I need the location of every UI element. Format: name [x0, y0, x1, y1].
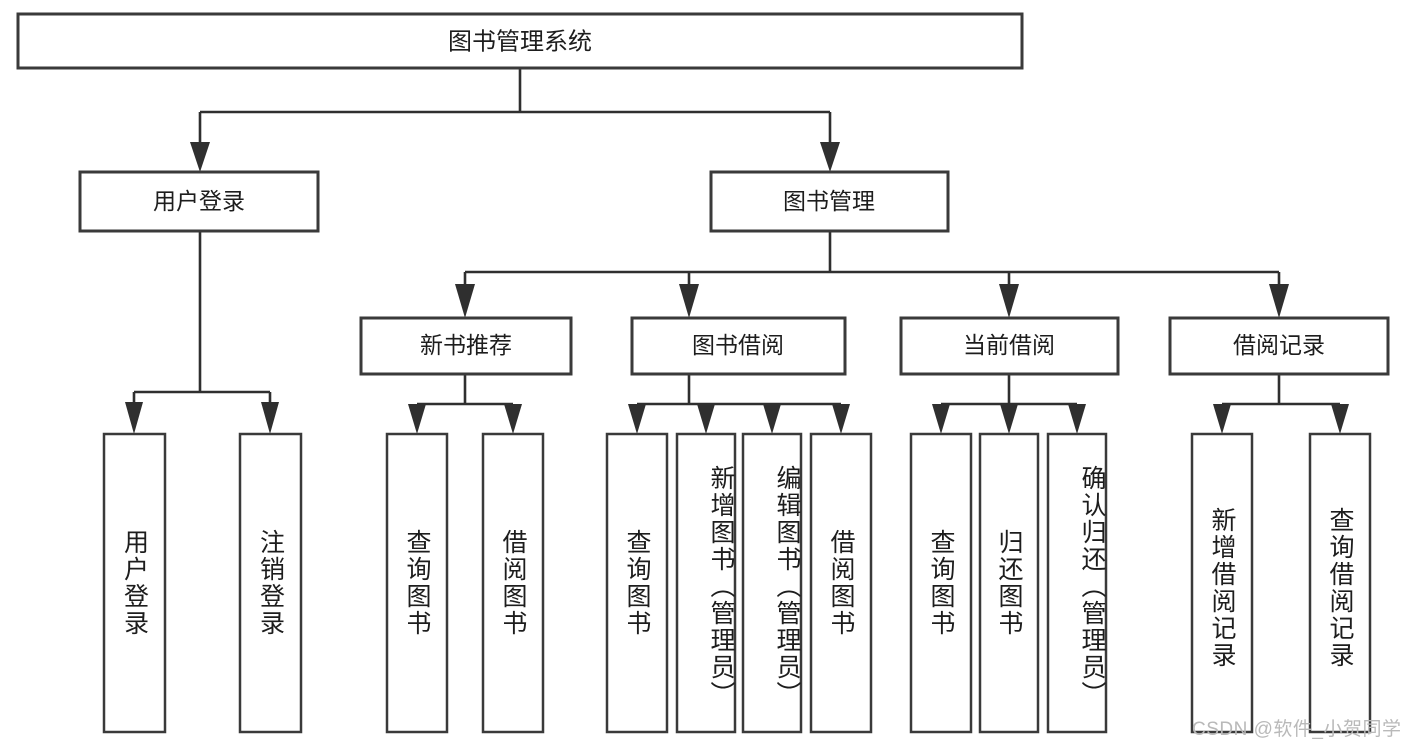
arrow-head-leaf-add-record	[1213, 404, 1231, 434]
connectors-book-manage-to-level3	[455, 231, 1289, 318]
connectors-current-borrow-to-leaves	[932, 374, 1086, 434]
arrow-head-leaf-borrow-book-1	[504, 404, 522, 434]
leaf-query-record-box[interactable]	[1308, 432, 1372, 734]
node-root[interactable]: 图书管理系统	[16, 12, 1024, 70]
arrow-head-leaf-query-book-2	[628, 404, 646, 434]
leaf-query-book-3-box[interactable]	[909, 432, 973, 734]
node-borrow-record-box[interactable]	[1168, 316, 1390, 376]
node-user-login[interactable]: 用户登录	[78, 170, 320, 233]
leaf-query-book-1-box[interactable]	[385, 432, 449, 734]
arrow-head-leaf-query-book-1	[408, 404, 426, 434]
connectors-borrow-record-to-leaves	[1213, 374, 1349, 434]
arrow-head-leaf-confirm-return	[1068, 404, 1086, 434]
arrow-head-leaf-edit-book	[763, 404, 781, 434]
node-borrow-record[interactable]: 借阅记录	[1168, 316, 1390, 376]
node-book-borrow-label: 图书借阅	[692, 332, 784, 358]
arrow-head-new-book-rec	[455, 284, 475, 318]
node-book-manage-label: 图书管理	[783, 188, 875, 214]
leaf-add-book-box[interactable]	[675, 432, 737, 734]
arrow-head-leaf-user-logout	[261, 402, 279, 434]
leaf-user-logout-box[interactable]	[238, 432, 303, 734]
arrow-head-leaf-borrow-book-2	[832, 404, 850, 434]
arrow-head-leaf-query-record	[1331, 404, 1349, 434]
arrow-head-borrow-record	[1269, 284, 1289, 318]
leaf-user-login-box[interactable]	[102, 432, 167, 734]
leaf-query-book-2-box[interactable]	[605, 432, 669, 734]
node-current-borrow[interactable]: 当前借阅	[899, 316, 1120, 376]
leaf-add-record-box[interactable]	[1190, 432, 1254, 734]
arrow-head-book-borrow	[679, 284, 699, 318]
arrow-head-current-borrow	[999, 284, 1019, 318]
node-root-box[interactable]	[16, 12, 1024, 70]
arrow-head-leaf-add-book	[697, 404, 715, 434]
node-book-manage-box[interactable]	[709, 170, 950, 233]
node-new-book-rec-box[interactable]	[359, 316, 573, 376]
arrow-head-leaf-return-book	[1000, 404, 1018, 434]
node-new-book-rec[interactable]: 新书推荐	[359, 316, 573, 376]
leaf-return-book-box[interactable]	[978, 432, 1040, 734]
node-book-borrow[interactable]: 图书借阅	[630, 316, 847, 376]
node-new-book-rec-label: 新书推荐	[420, 332, 512, 358]
arrow-head-leaf-user-login	[125, 402, 143, 434]
leaf-borrow-book-2-box[interactable]	[809, 432, 873, 734]
node-current-borrow-label: 当前借阅	[963, 332, 1055, 358]
node-borrow-record-label: 借阅记录	[1233, 332, 1325, 358]
csdn-watermark: CSDN @软件_小贺同学	[1192, 719, 1402, 740]
node-root-label: 图书管理系统	[448, 28, 592, 55]
leaf-boxes	[102, 432, 1372, 734]
arrow-head-user-login	[190, 142, 210, 172]
leaf-edit-book-box[interactable]	[741, 432, 803, 734]
arrow-head-book-manage	[820, 142, 840, 172]
connectors-book-borrow-to-leaves	[628, 374, 850, 434]
node-user-login-label: 用户登录	[153, 188, 245, 214]
node-book-borrow-box[interactable]	[630, 316, 847, 376]
connectors-root-to-level2	[190, 68, 840, 172]
connectors-user-login-to-leaves	[125, 231, 279, 434]
node-user-login-box[interactable]	[78, 170, 320, 233]
node-current-borrow-box[interactable]	[899, 316, 1120, 376]
connectors-new-book-rec-to-leaves	[408, 374, 522, 434]
leaf-borrow-book-1-box[interactable]	[481, 432, 545, 734]
arrow-head-leaf-query-book-3	[932, 404, 950, 434]
node-book-manage[interactable]: 图书管理	[709, 170, 950, 233]
leaf-confirm-return-box[interactable]	[1046, 432, 1108, 734]
